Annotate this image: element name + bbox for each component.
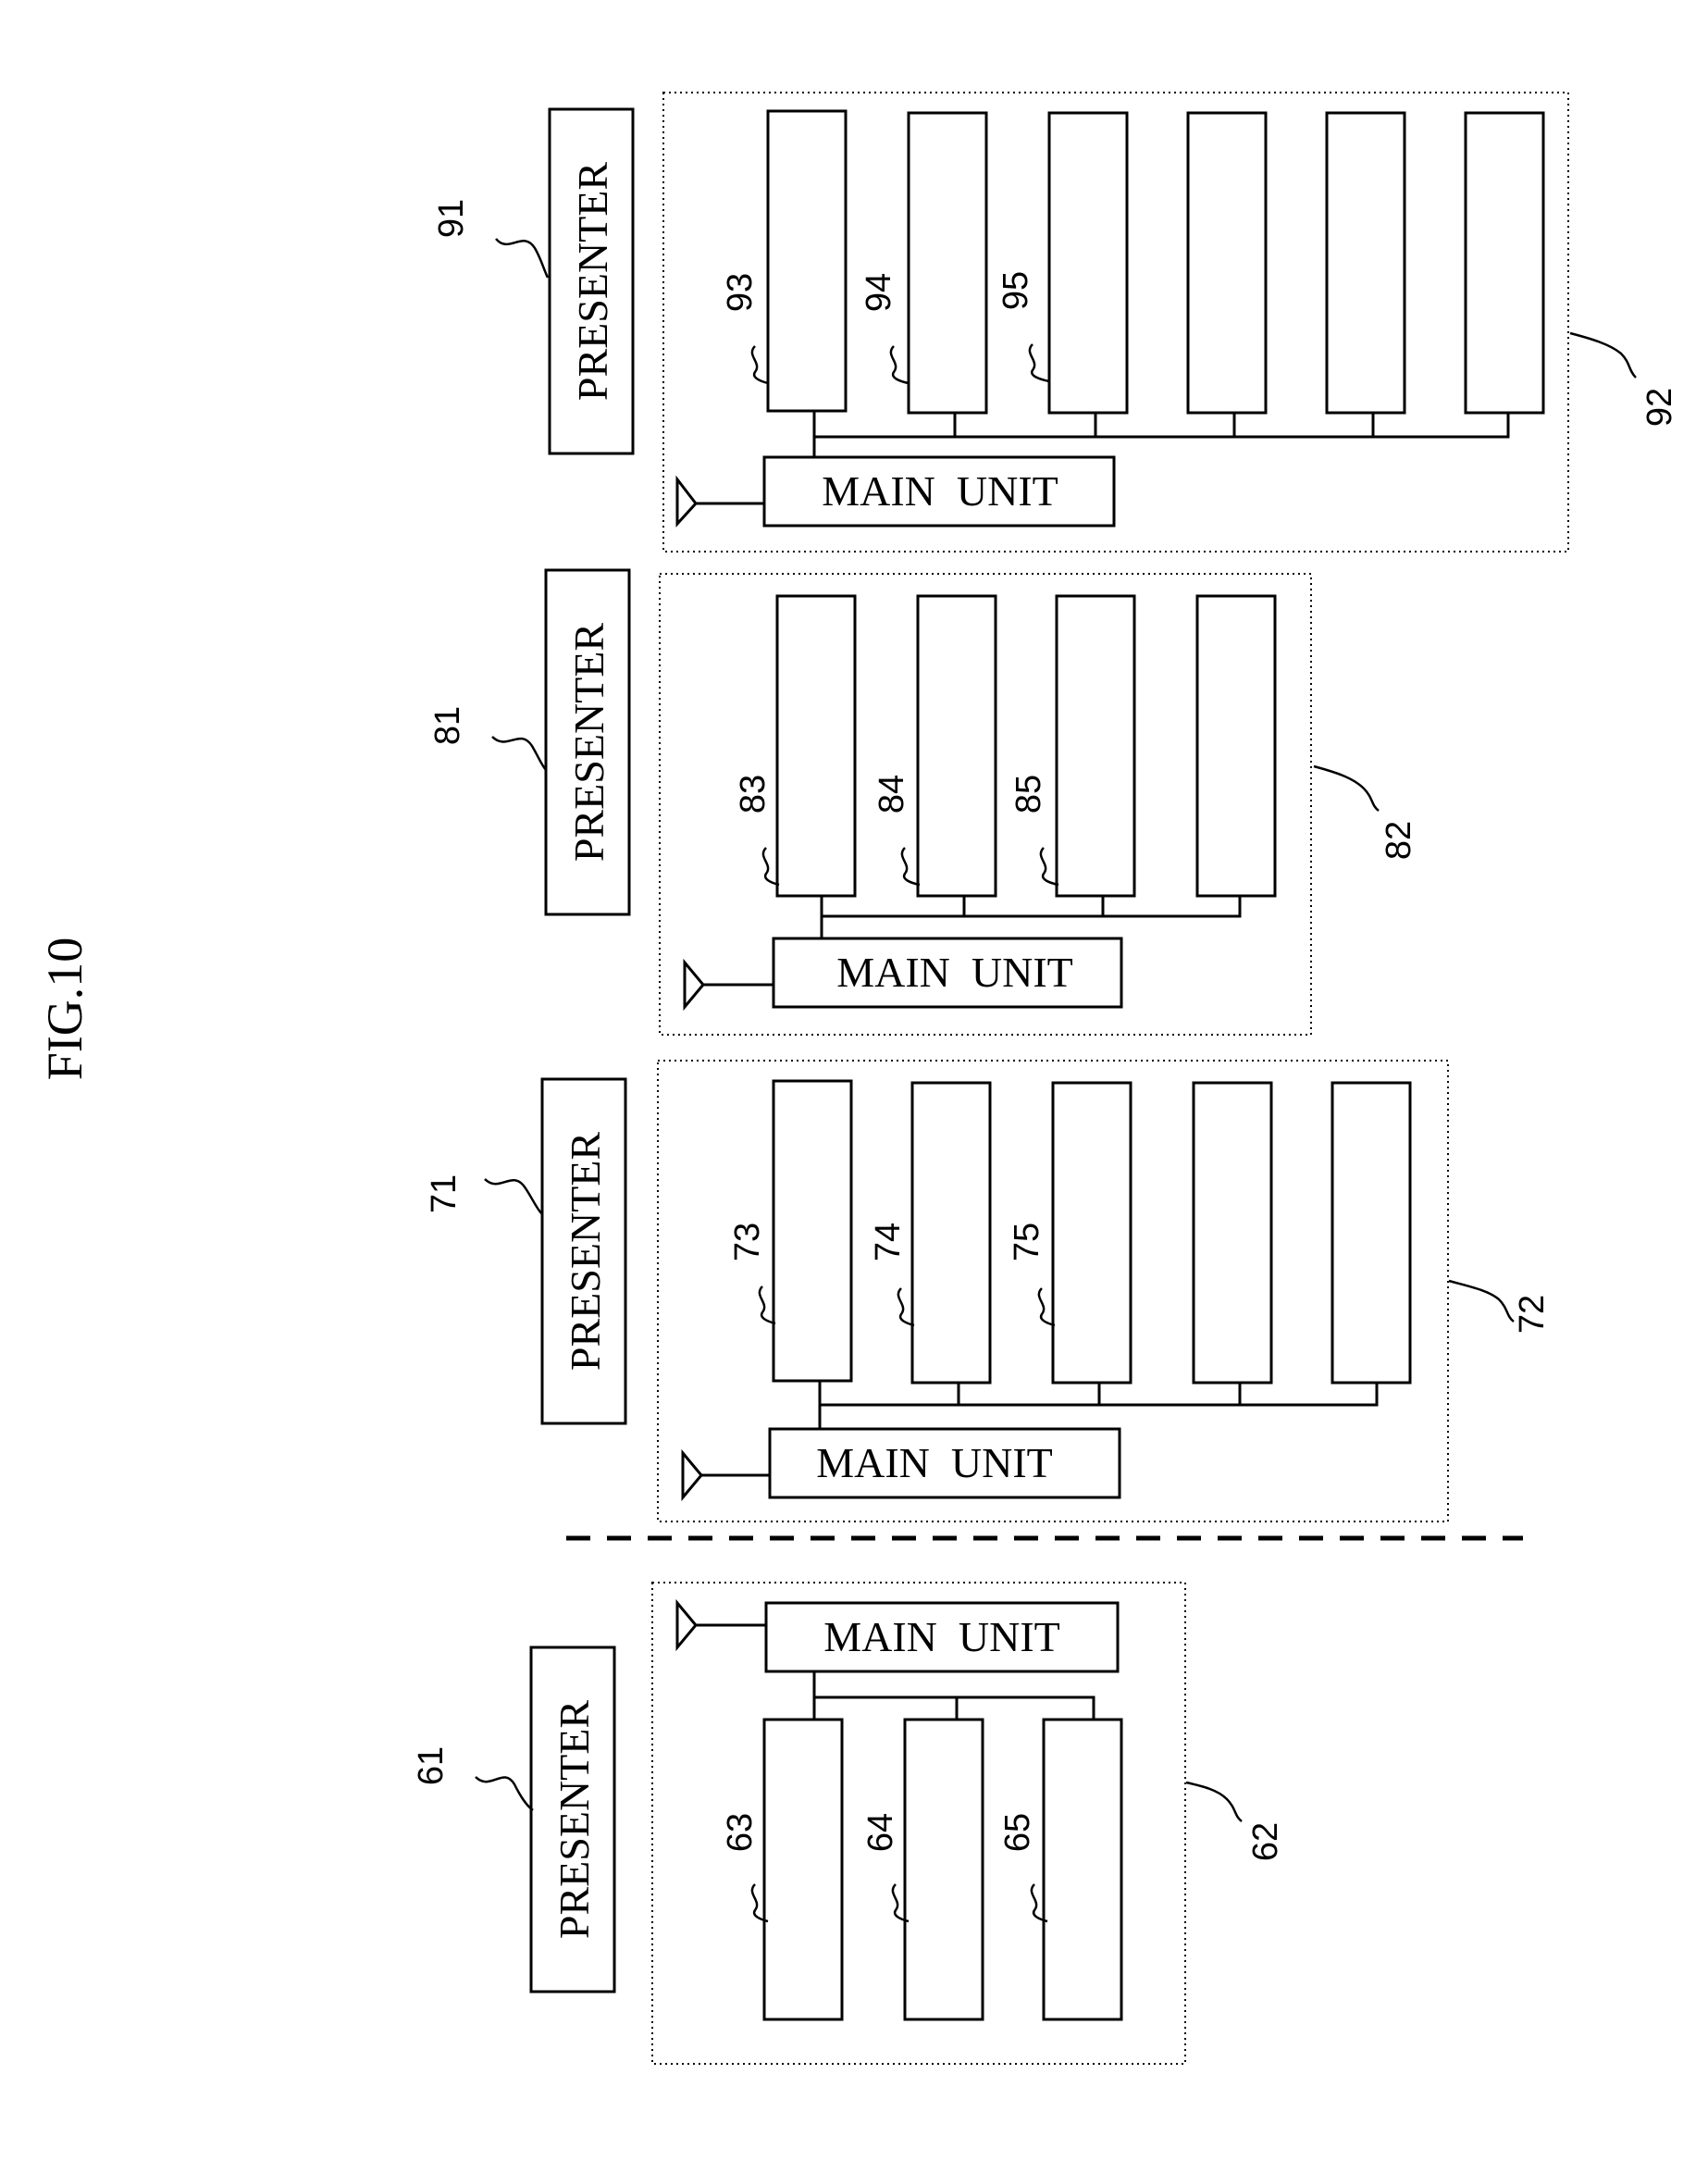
sub-unit-box (909, 113, 986, 413)
leader-squiggle (1186, 1782, 1242, 1821)
bus-wire (820, 1381, 1377, 1429)
main-unit-label: MAIN UNIT (823, 1613, 1060, 1660)
leader-squiggle (496, 239, 548, 278)
sub-unit-box (1327, 113, 1405, 413)
unit-group-72: 72 MAIN UNIT 73 74 75 (658, 1061, 1552, 1521)
antenna-icon (683, 1453, 701, 1497)
main-unit: MAIN UNIT (677, 1603, 1118, 1671)
main-unit: MAIN UNIT (677, 457, 1114, 526)
sub-unit-box (768, 111, 846, 411)
antenna-icon (685, 963, 703, 1007)
unit-ref: 63 (721, 1813, 760, 1852)
leader-squiggle (485, 1179, 542, 1214)
sub-unit-box (1057, 596, 1134, 896)
presenter-label: PRESENTER (565, 623, 613, 862)
leader-squiggle (492, 737, 546, 770)
unit-ref: 85 (1009, 775, 1048, 813)
leader-squiggle (1449, 1281, 1514, 1322)
leader-squiggle (891, 346, 909, 383)
antenna-icon (677, 479, 696, 524)
unit-ref: 93 (721, 273, 760, 312)
leader-squiggle (752, 346, 768, 383)
main-unit-label: MAIN UNIT (836, 949, 1073, 996)
sub-unit-box (1466, 113, 1543, 413)
leader-squiggle (476, 1777, 533, 1810)
sub-unit-box (1194, 1083, 1271, 1383)
presenter-group-71: PRESENTER 71 (425, 1079, 625, 1423)
unit-ref: 94 (860, 273, 898, 312)
main-unit-label: MAIN UNIT (816, 1439, 1053, 1486)
presenter-label: PRESENTER (569, 162, 616, 401)
sub-unit-box (1049, 113, 1127, 413)
main-unit-label: MAIN UNIT (822, 467, 1058, 515)
presenter-ref: 91 (432, 199, 471, 238)
sub-unit-box (1332, 1083, 1410, 1383)
sub-unit-box (905, 1720, 983, 2019)
unit-ref: 84 (873, 775, 911, 813)
unit-ref: 65 (998, 1813, 1037, 1852)
sub-unit-box (1044, 1720, 1121, 2019)
antenna-icon (677, 1603, 696, 1647)
sub-unit-box (764, 1720, 842, 2019)
sub-unit-box (1188, 113, 1266, 413)
presenter-group-61: PRESENTER 61 (412, 1647, 614, 1992)
unit-ref: 73 (728, 1223, 767, 1261)
unit-ref: 75 (1008, 1223, 1046, 1261)
group-ref: 72 (1513, 1295, 1552, 1334)
sub-unit-box (918, 596, 996, 896)
group-ref: 62 (1246, 1822, 1285, 1861)
group-ref: 92 (1640, 388, 1679, 427)
main-unit: MAIN UNIT (685, 938, 1121, 1007)
unit-group-82: 82 MAIN UNIT 83 84 85 (660, 574, 1418, 1035)
sub-unit-box (774, 1081, 851, 1381)
presenter-label: PRESENTER (551, 1700, 598, 1939)
bus-wire (814, 1671, 1094, 1720)
unit-ref: 64 (861, 1813, 900, 1852)
unit-ref: 74 (869, 1223, 908, 1261)
leader-squiggle (1570, 333, 1636, 378)
group-ref: 82 (1380, 821, 1418, 860)
unit-group-92: 92 MAIN UNIT 93 94 95 (663, 93, 1679, 552)
presenter-ref: 71 (425, 1174, 464, 1213)
leader-squiggle (1030, 344, 1049, 381)
presenter-group-91: PRESENTER 91 (432, 109, 633, 453)
sub-unit-box (777, 596, 855, 896)
figure-title: FIG.10 (37, 938, 93, 1081)
presenter-ref: 81 (428, 706, 467, 745)
main-unit: MAIN UNIT (683, 1429, 1120, 1497)
presenter-label: PRESENTER (562, 1132, 609, 1371)
presenter-group-81: PRESENTER 81 (428, 570, 629, 914)
sub-unit-box (1053, 1083, 1131, 1383)
sub-unit-box (912, 1083, 990, 1383)
unit-ref: 95 (996, 271, 1035, 310)
bus-wire (814, 411, 1508, 457)
leader-squiggle (1314, 766, 1379, 811)
sub-unit-box (1197, 596, 1275, 896)
unit-group-62: 62 MAIN UNIT 63 64 65 (652, 1583, 1285, 2064)
presenter-ref: 61 (412, 1746, 451, 1785)
unit-ref: 83 (734, 775, 773, 813)
bus-wire (822, 896, 1240, 938)
